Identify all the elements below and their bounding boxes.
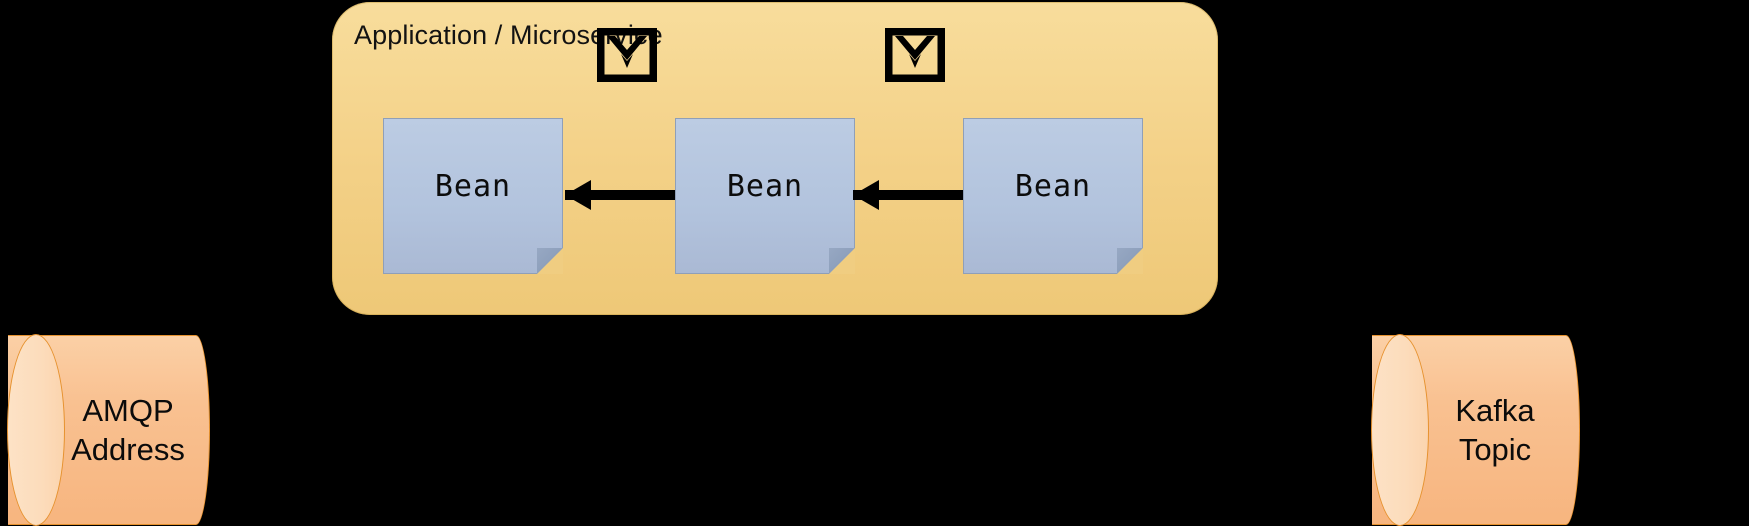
folded-corner-icon [537, 248, 563, 274]
bean-label: Bean [434, 169, 512, 204]
bean-node-3[interactable]: Bean [963, 118, 1143, 274]
amqp-address-line-1: AMQP [82, 392, 174, 428]
kafka-topic-node[interactable]: Kafka Topic [1371, 334, 1580, 526]
arrow-head [565, 180, 591, 210]
amqp-address-node[interactable]: AMQP Address [7, 334, 210, 526]
amqp-address-line-2: Address [71, 432, 185, 467]
kafka-topic-line-2: Topic [1458, 432, 1532, 467]
arrow-bean2-to-bean1 [565, 180, 675, 210]
envelope-icon [885, 28, 945, 82]
folded-corner-icon [829, 248, 855, 274]
cylinder-cap [7, 334, 65, 526]
bean-label: Bean [726, 169, 804, 204]
arrow-shaft [565, 190, 675, 200]
amqp-address-label: AMQP Address [52, 391, 204, 469]
bean-label: Bean [1014, 169, 1092, 204]
envelope-icon [597, 28, 657, 82]
arrow-bean3-to-bean2 [853, 180, 963, 210]
bean-node-1[interactable]: Bean [383, 118, 563, 274]
arrow-head [853, 180, 879, 210]
application-container: Application / Microservice Bean Bean [332, 2, 1218, 315]
cylinder-cap [1371, 334, 1429, 526]
folded-corner-icon [1117, 248, 1143, 274]
kafka-topic-line-1: Kafka [1455, 392, 1535, 428]
bean-node-2[interactable]: Bean [675, 118, 855, 274]
kafka-topic-label: Kafka Topic [1416, 391, 1574, 469]
arrow-shaft [853, 190, 963, 200]
